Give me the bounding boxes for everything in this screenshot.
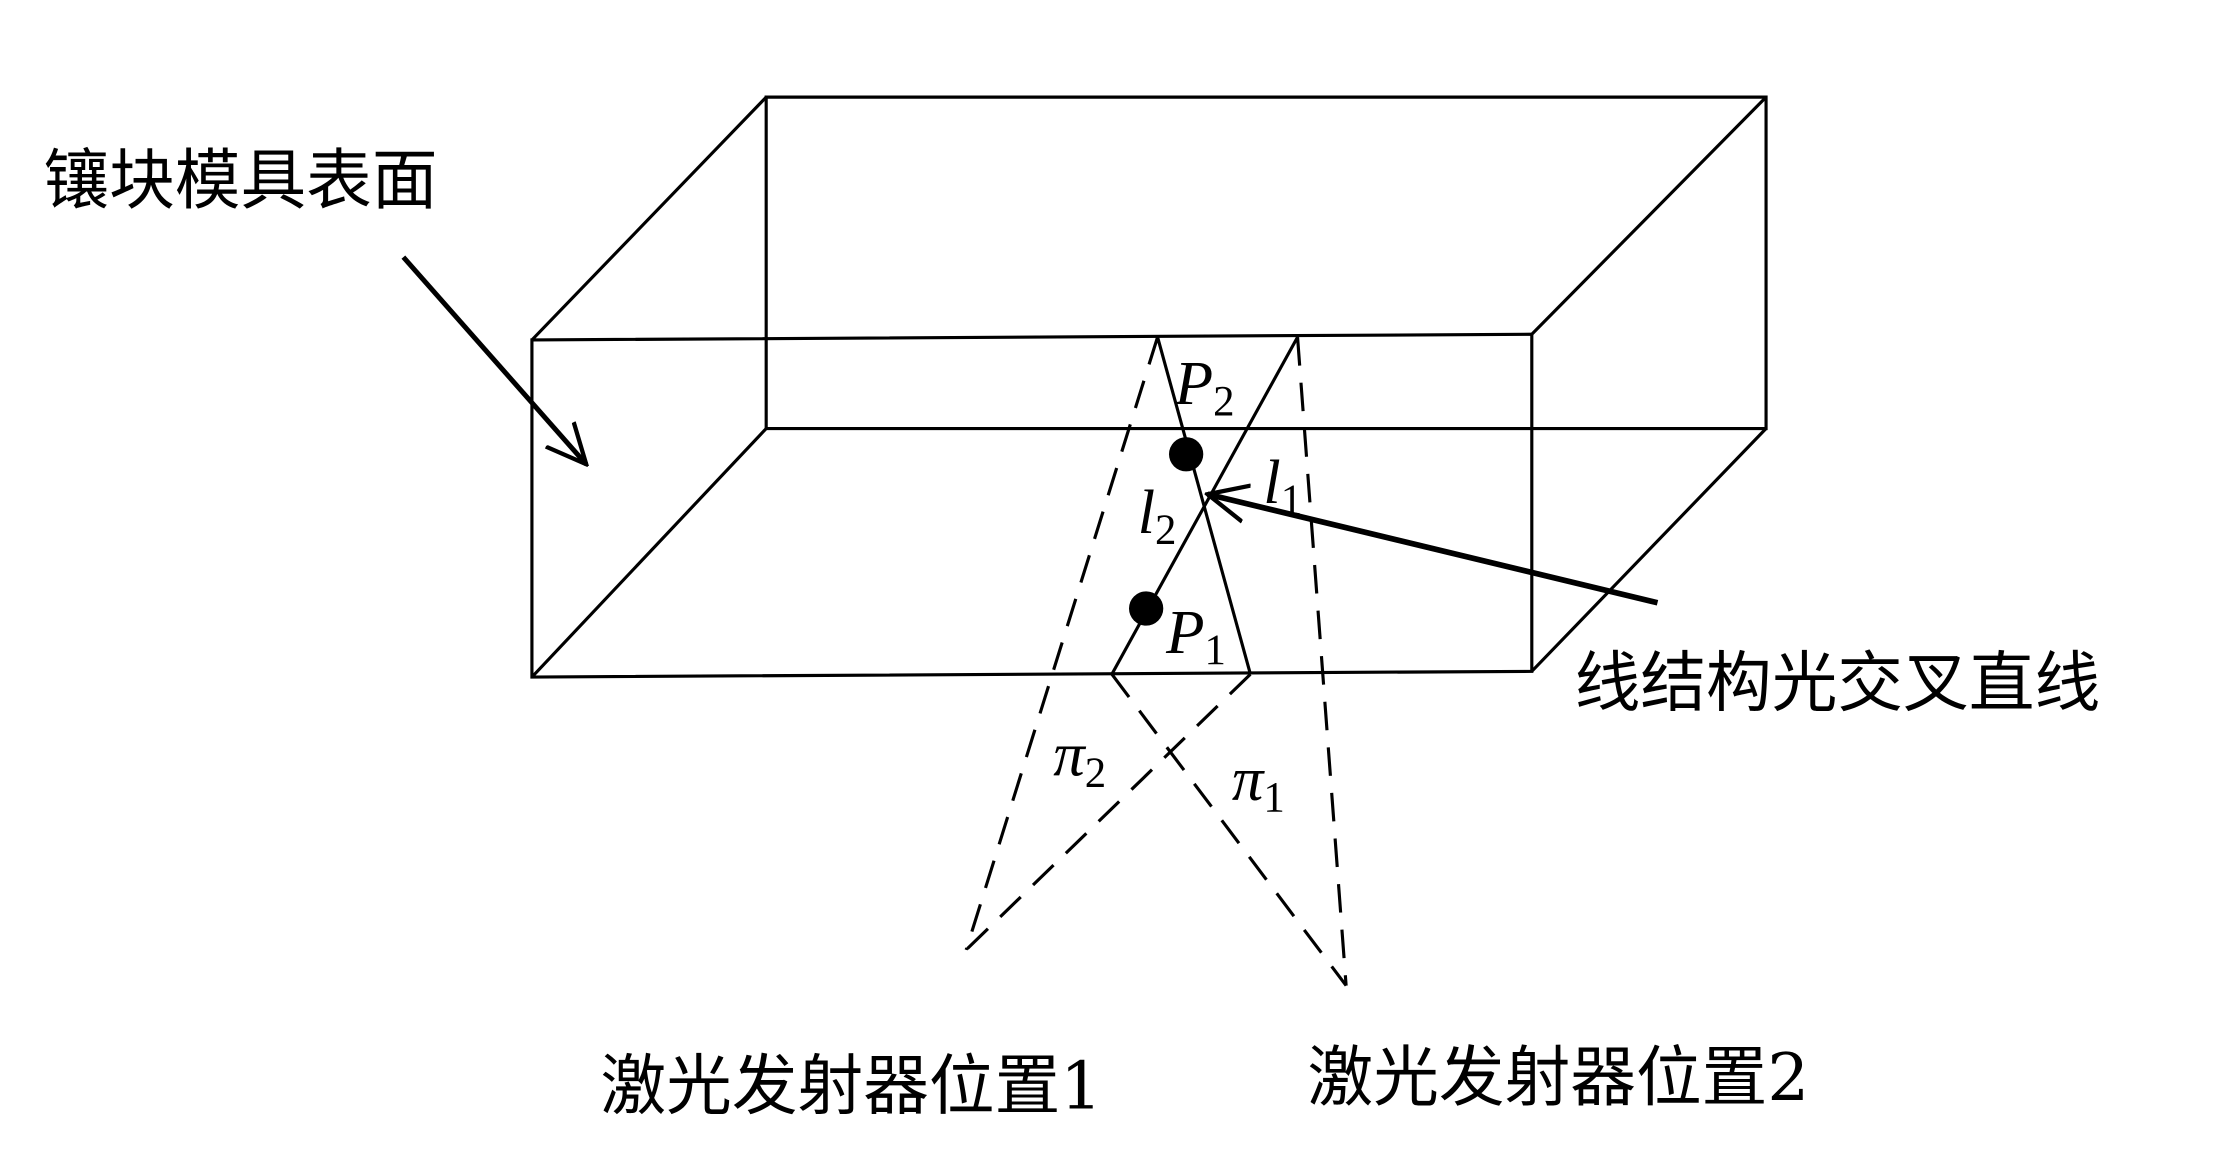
surface-label: 镶块模具表面 xyxy=(43,143,437,219)
label-pi1: π1 xyxy=(1232,744,1285,821)
plane-pi2-edge xyxy=(964,336,1160,951)
point-p1 xyxy=(1128,591,1164,626)
label-p1: P1 xyxy=(1165,597,1226,674)
label-l1: l1 xyxy=(1263,447,1302,524)
box-back-face xyxy=(764,95,1768,431)
plane-pi1-edge xyxy=(1295,336,1348,986)
box-edge xyxy=(530,96,768,342)
label-p2: P2 xyxy=(1174,348,1235,425)
label-l2: l2 xyxy=(1138,477,1177,554)
box-edge xyxy=(1530,96,1768,336)
box-edge xyxy=(1530,427,1768,673)
plane-pi1-edge xyxy=(1110,673,1348,987)
laser-planes xyxy=(964,336,1348,987)
emitter1-label: 激光发射器位置1 xyxy=(600,1048,1102,1124)
label-pi2: π2 xyxy=(1053,720,1106,797)
mold-box xyxy=(530,95,1768,679)
plane-pi2-edge xyxy=(965,673,1252,952)
cross-line-arrow xyxy=(1208,494,1659,606)
box-front-face xyxy=(530,332,1534,679)
cross-line-label: 线结构光交叉直线 xyxy=(1575,646,2101,722)
surface-arrow xyxy=(401,255,586,464)
point-p2 xyxy=(1168,437,1204,472)
emitter2-label: 激光发射器位置2 xyxy=(1308,1040,1810,1116)
box-edge xyxy=(530,427,768,679)
